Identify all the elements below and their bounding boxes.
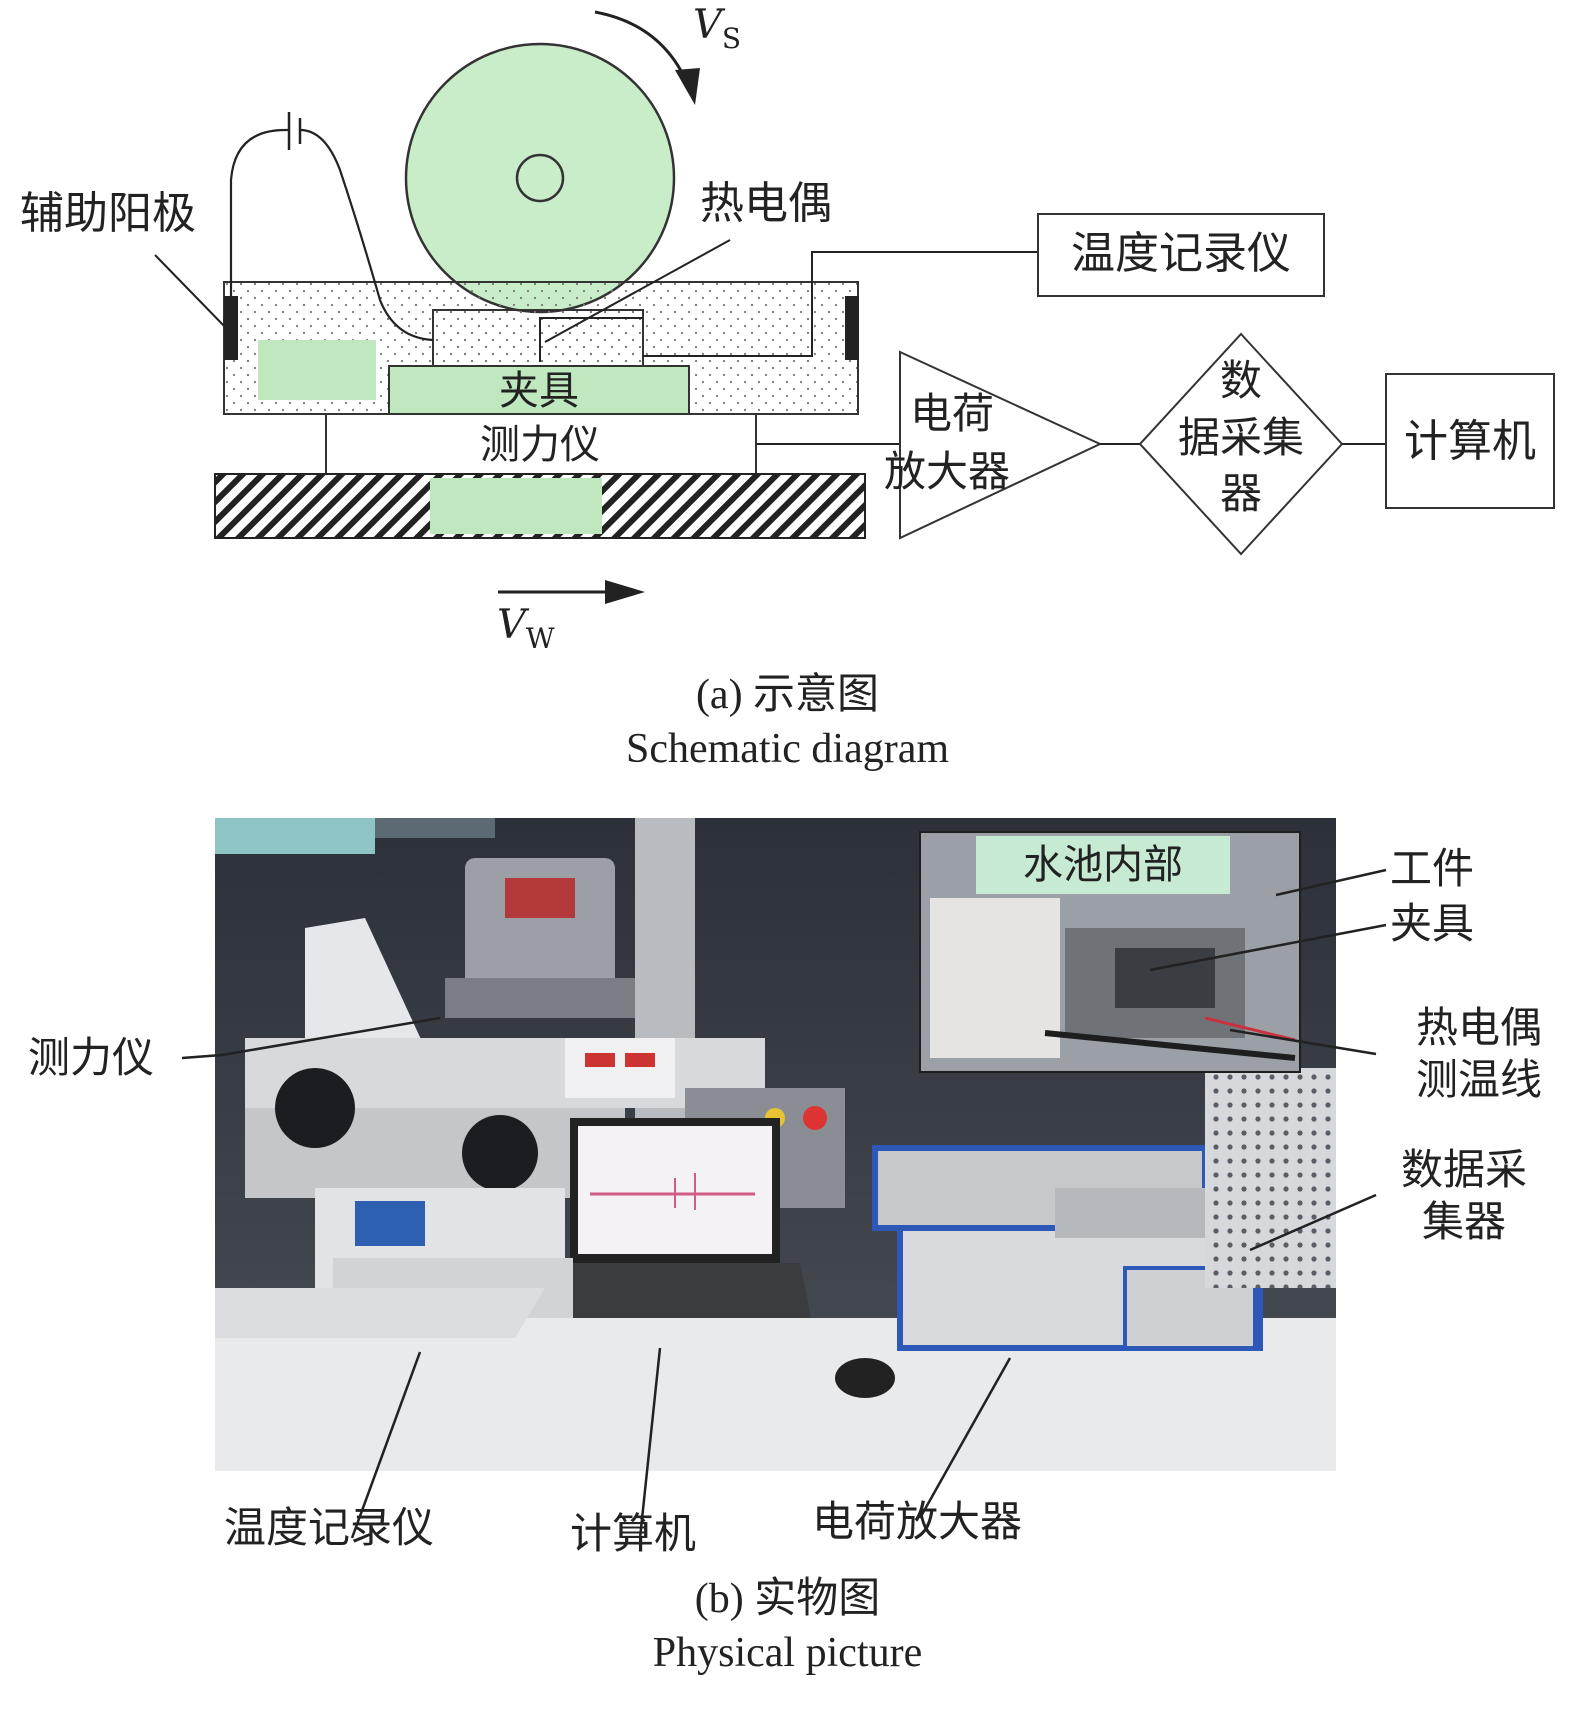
- computer-label: 计算机: [1404, 416, 1536, 467]
- aux-anode-label: 辅助阳极: [20, 188, 196, 239]
- photo-label-fixture: 夹具: [1390, 899, 1475, 948]
- photo-label-dynamometer: 测力仪: [28, 1033, 155, 1082]
- supply-wire-left: [229, 128, 286, 296]
- vs-arrow-head: [675, 68, 700, 105]
- temp-recorder-box: [1037, 213, 1325, 297]
- caption-b: (b) 实物图 Physical picture: [0, 1572, 1575, 1680]
- photo-label-daq: 数据采 集器: [1384, 1144, 1544, 1248]
- daq-label-2: 据采集: [1178, 413, 1304, 462]
- caption-a: (a) 示意图 Schematic diagram: [0, 668, 1575, 776]
- aux-anode-leader: [154, 254, 229, 331]
- daq-diamond: [1138, 332, 1344, 556]
- photo-label-workpiece: 工件: [1390, 844, 1475, 893]
- photo-label-temp-recorder: 温度记录仪: [224, 1503, 435, 1552]
- tank-inner-block: [258, 340, 376, 400]
- caption-b-en: Physical picture: [652, 1630, 923, 1676]
- dynamometer-label: 测力仪: [480, 422, 600, 468]
- caption-a-cn: (a) 示意图: [695, 672, 880, 718]
- photo-label-thermocouple-1: 热电偶: [1415, 1003, 1542, 1052]
- fixture-label: 夹具: [499, 368, 579, 414]
- charge-amp-label-2: 放大器: [884, 447, 1010, 496]
- daq-label-3: 器: [1220, 469, 1262, 518]
- photo-illustration: 水池内部: [215, 818, 1336, 1471]
- table-green-block: [430, 478, 602, 534]
- aux-anode-left: [224, 296, 238, 360]
- photo-label-thermocouple: 热电偶 测温线: [1394, 1002, 1564, 1106]
- schematic-diagram: VS 夹具 测力仪 VW 热电偶: [20, 2, 1555, 655]
- recorder-wire: [643, 251, 1038, 357]
- photo-label-computer: 计算机: [570, 1509, 697, 1558]
- vw-arrow-head: [605, 580, 645, 604]
- photo-label-daq-2: 集器: [1421, 1197, 1506, 1246]
- vs-label: VS: [693, 2, 741, 55]
- temp-recorder-label: 温度记录仪: [1071, 228, 1291, 279]
- wheel-hub: [515, 153, 565, 203]
- grinding-wheel: [404, 42, 676, 314]
- photo-label-daq-1: 数据采: [1400, 1145, 1527, 1194]
- caption-b-cn: (b) 实物图: [694, 1576, 881, 1622]
- thermocouple-label: 热电偶: [700, 178, 832, 229]
- inset-title: 水池内部: [1023, 842, 1183, 888]
- charge-amp-label-1: 电荷: [910, 389, 994, 438]
- vw-label: VW: [497, 602, 555, 655]
- photo-label-charge-amp: 电荷放大器: [812, 1497, 1023, 1546]
- aux-anode-right: [845, 296, 859, 360]
- computer-box: [1385, 373, 1555, 509]
- daq-label-1: 数: [1220, 356, 1262, 405]
- thermocouple-wire: [539, 317, 643, 362]
- supply-wire-right: [299, 128, 434, 342]
- charge-amplifier-triangle: [899, 350, 1103, 540]
- photo-label-thermocouple-2: 测温线: [1415, 1055, 1542, 1104]
- physical-photo: 水池内部: [215, 818, 1336, 1471]
- caption-a-en: Schematic diagram: [625, 726, 950, 772]
- thermocouple-leader: [544, 239, 731, 343]
